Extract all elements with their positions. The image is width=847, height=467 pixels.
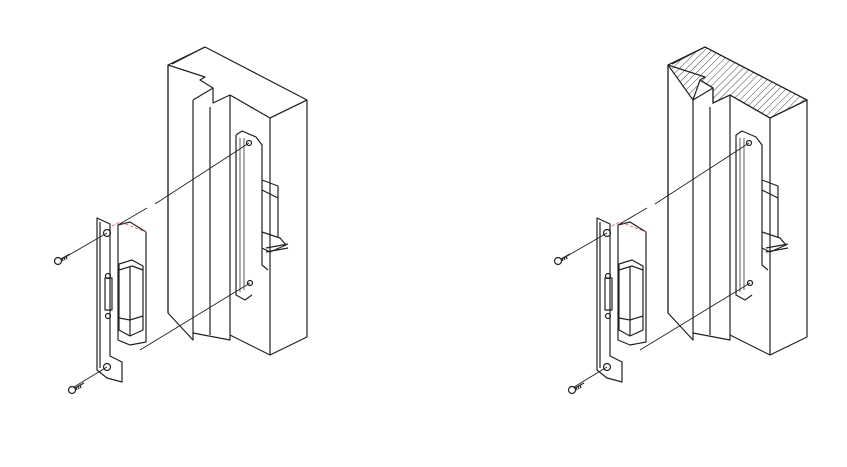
diagram-right-solid-frame: [553, 46, 809, 395]
frame-hatched-section: [667, 46, 809, 119]
diagram-left-open-frame: [53, 46, 308, 395]
